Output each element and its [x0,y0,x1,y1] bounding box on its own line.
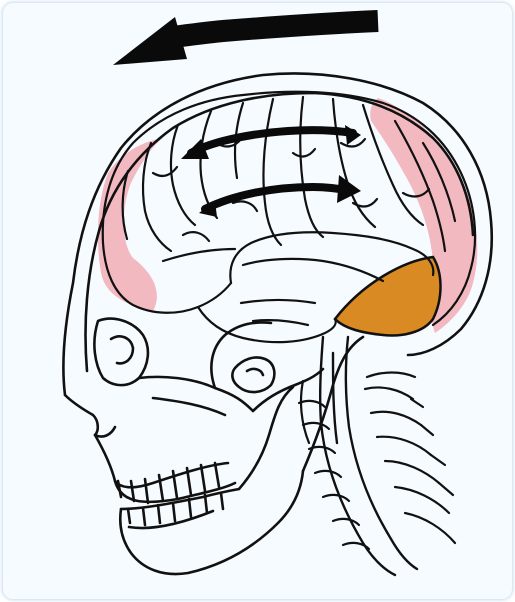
curved-right-arrow-icon [199,175,361,217]
left-arrow-icon [113,17,378,65]
illustration-panel [3,3,512,599]
brain-skull-illustration [3,3,512,599]
cervical-vertebrae [299,373,455,550]
cerebellum [335,257,441,335]
curved-left-arrow-icon [181,125,361,159]
